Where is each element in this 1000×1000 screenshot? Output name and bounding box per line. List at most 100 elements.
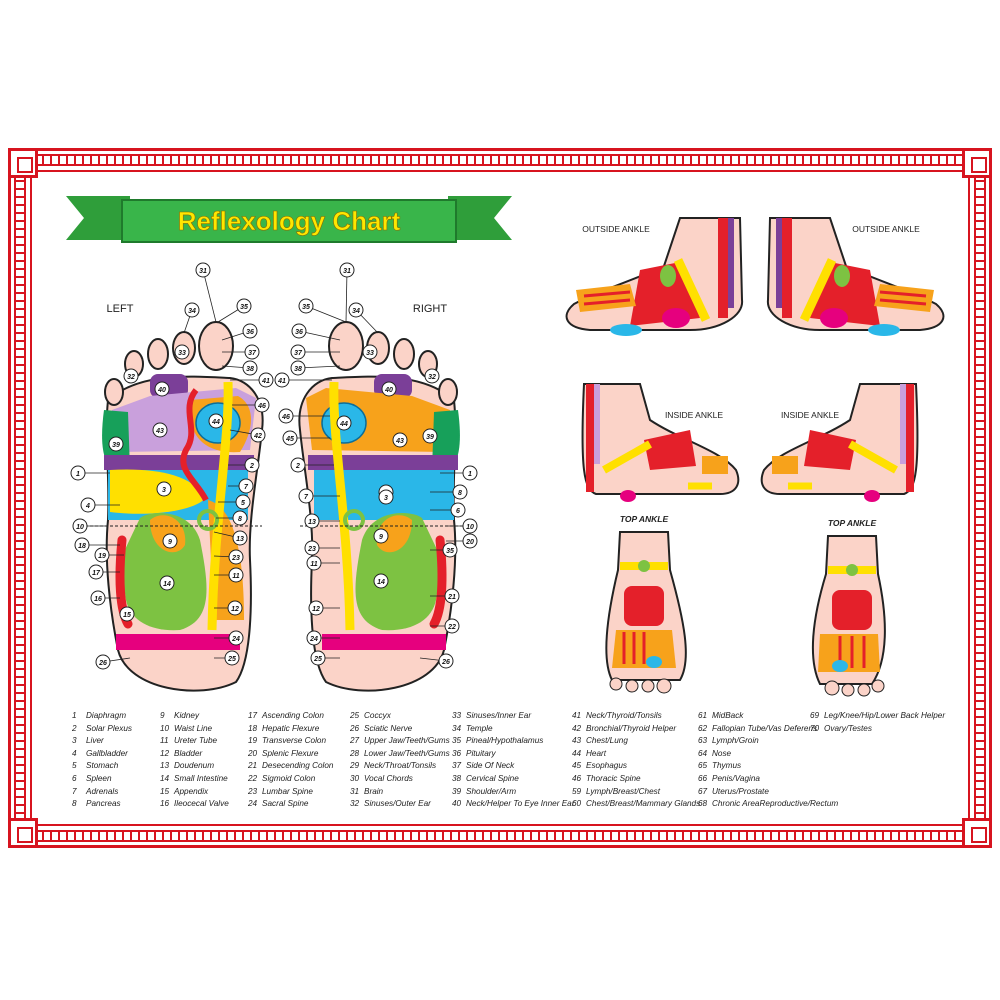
callout-badge xyxy=(462,533,478,549)
callout-badge xyxy=(242,323,258,339)
legend-label: Vocal Chords xyxy=(364,773,413,783)
callout-number: 33 xyxy=(366,350,374,357)
callout-number: 40 xyxy=(384,387,393,394)
legend-label: Lymph/Groin xyxy=(712,736,759,746)
legend-number: 62 xyxy=(698,723,708,733)
callout-number: 19 xyxy=(98,553,106,560)
top-ankle-right-foot xyxy=(811,535,886,697)
legend-number: 70 xyxy=(810,723,820,733)
callout-number: 41 xyxy=(277,378,286,385)
legend-number: 14 xyxy=(160,773,170,783)
callout-badge xyxy=(438,653,454,669)
legend-label: Spleen xyxy=(86,773,112,783)
callout-badge xyxy=(306,630,322,646)
legend-label: Stomach xyxy=(86,761,119,771)
border-meander-left xyxy=(14,174,26,822)
callout-badge xyxy=(232,530,248,546)
callout-number: 38 xyxy=(294,366,302,373)
callout-number: 7 xyxy=(304,494,309,501)
legend-number: 3 xyxy=(72,736,77,746)
callout-number: 31 xyxy=(199,268,207,275)
callout-number: 6 xyxy=(456,508,460,515)
legend-number: 11 xyxy=(160,736,169,746)
chart-title: Reflexology Chart xyxy=(178,206,401,236)
callout-badge xyxy=(258,372,274,388)
callout-leader-line xyxy=(345,269,348,323)
top-ankle-label-right: TOP ANKLE xyxy=(828,518,877,528)
callout-number: 10 xyxy=(466,524,474,531)
legend-label: Nose xyxy=(712,748,732,758)
callout-number: 25 xyxy=(227,656,236,663)
callout-badge xyxy=(298,488,314,504)
callout-badge xyxy=(74,537,90,553)
callout-number: 4 xyxy=(85,503,90,510)
callout-number: 43 xyxy=(395,438,404,445)
legend-number: 43 xyxy=(572,736,582,746)
callout-badge xyxy=(244,457,260,473)
callout-badge xyxy=(462,465,478,481)
legend-number: 68 xyxy=(698,799,708,809)
legend-label: Ovary/Testes xyxy=(824,723,872,733)
legend-number: 32 xyxy=(350,799,360,809)
callout-badge xyxy=(232,510,248,526)
callout-number: 35 xyxy=(446,548,454,555)
left-foot-callouts: 3134333235363738414642404339275813231112… xyxy=(70,262,274,670)
callout-badge xyxy=(224,650,240,666)
legend-label: Doudenum xyxy=(174,761,215,771)
legend-label: Sacral Spine xyxy=(262,799,309,809)
legend-label: Chronic AreaReproductive/Rectum xyxy=(712,799,839,809)
legend-number: 10 xyxy=(160,723,170,733)
legend-label: Liver xyxy=(86,736,104,746)
callout-number: 31 xyxy=(343,268,351,275)
legend-label: Sciatic Nerve xyxy=(364,723,413,733)
legend-label: Neck/Throat/Tonsils xyxy=(364,761,437,771)
legend-number: 45 xyxy=(572,761,582,771)
legend-item: 70 Ovary/Testes xyxy=(810,723,945,736)
legend-label: Small Intestine xyxy=(174,773,228,783)
callout-number: 2 xyxy=(295,463,300,470)
callout-badge xyxy=(442,542,458,558)
legend-number: 6 xyxy=(72,773,77,783)
legend-label: Transverse Colon xyxy=(262,736,327,746)
legend-number: 39 xyxy=(452,786,462,796)
callout-number: 16 xyxy=(94,596,102,603)
inside-ankle-label-right: INSIDE ANKLE xyxy=(781,410,839,420)
left-foot-sole xyxy=(102,321,264,692)
callout-badge xyxy=(242,360,258,376)
callout-badge xyxy=(152,422,168,438)
callout-number: 21 xyxy=(447,594,456,601)
legend-number: 64 xyxy=(698,748,708,758)
legend-label: Lower Jaw/Teeth/Gums xyxy=(364,748,450,758)
legend-number: 28 xyxy=(350,748,360,758)
callout-badge xyxy=(156,481,172,497)
callout-number: 32 xyxy=(428,374,436,381)
callout-badge xyxy=(462,518,478,534)
callout-number: 42 xyxy=(253,433,262,440)
callout-badge xyxy=(362,344,378,360)
legend-label: Shoulder/Arm xyxy=(466,786,517,796)
callout-badge xyxy=(304,513,320,529)
callout-badge xyxy=(274,372,290,388)
legend-label: Leg/Knee/Hip/Lower Back Helper xyxy=(824,711,946,720)
legend-label: Bronchial/Thyroid Helper xyxy=(586,723,677,733)
